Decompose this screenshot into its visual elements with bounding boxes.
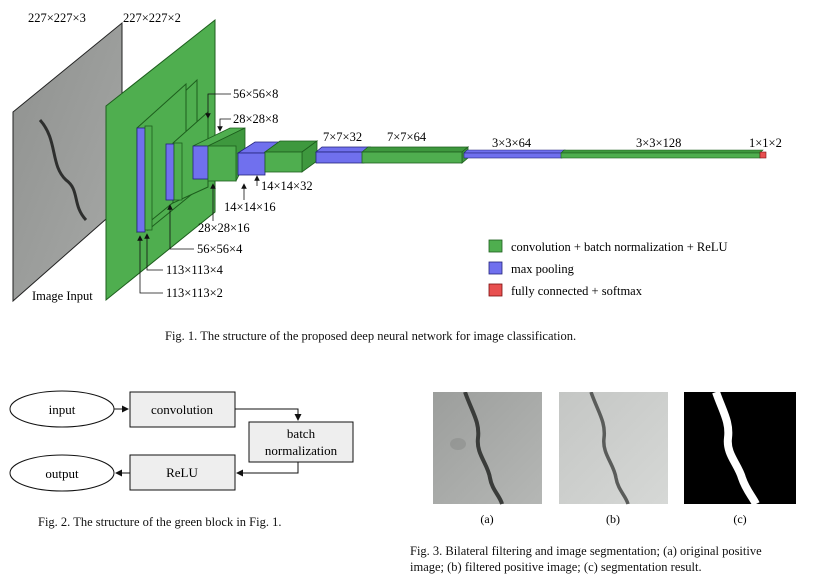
label-3x3x64: 3×3×64 <box>492 136 532 150</box>
node-output <box>9 454 115 492</box>
node-relu-label: ReLU <box>166 465 198 480</box>
label-56x56x4: 56×56×4 <box>197 242 243 256</box>
sublabel-a: (a) <box>480 512 493 526</box>
legend-label-pool: max pooling <box>511 262 575 276</box>
label-3x3x128: 3×3×128 <box>636 136 681 150</box>
node-convolution <box>129 391 236 428</box>
layer-stack-56 <box>165 110 209 204</box>
label-7x7x32: 7×7×32 <box>323 130 362 144</box>
image-original <box>433 392 542 505</box>
node-relu <box>129 454 236 491</box>
fig3-caption-line1: Fig. 3. Bilateral filtering and image se… <box>410 544 762 558</box>
node-input-label: input <box>49 402 76 417</box>
sublabel-c: (c) <box>733 512 746 526</box>
fig2-caption: Fig. 2. The structure of the green block… <box>38 515 282 529</box>
legend-label-conv: convolution + batch normalization + ReLU <box>511 240 727 254</box>
label-28x28x16: 28×28×16 <box>198 221 250 235</box>
fig2-diagram: input convolution batch normalization Re… <box>9 390 354 492</box>
label-14x14x16: 14×14×16 <box>224 200 276 214</box>
legend: convolution + batch normalization + ReLU… <box>488 239 727 298</box>
fig1-diagram: 227×227×3 227×227×2 Image Input 56×56×8 … <box>12 11 782 303</box>
image-filtered <box>559 392 668 505</box>
layer-14-pool <box>236 141 284 176</box>
sublabel-b: (b) <box>606 512 620 526</box>
fig3-caption-line2: image; (b) filtered positive image; (c) … <box>410 560 702 574</box>
legend-label-fc: fully connected + softmax <box>511 284 643 298</box>
fig1-caption: Fig. 1. The structure of the proposed de… <box>165 329 577 343</box>
legend-item-conv: convolution + batch normalization + ReLU <box>488 239 727 254</box>
node-batch-label-1: batch <box>287 426 316 441</box>
node-output-label: output <box>45 466 79 481</box>
label-image-input: Image Input <box>32 289 93 303</box>
image-segmentation <box>684 392 796 506</box>
label-7x7x64: 7×7×64 <box>387 130 427 144</box>
label-conv1-dims: 227×227×2 <box>123 11 181 25</box>
layer-3-pool <box>463 149 566 159</box>
node-batch-label-2: normalization <box>265 443 338 458</box>
label-14x14x32: 14×14×32 <box>261 179 313 193</box>
fig3-images: (a) (b) (c) <box>433 392 796 526</box>
label-113x113x2: 113×113×2 <box>166 286 223 300</box>
layer-3-conv <box>560 149 764 159</box>
label-113x113x4: 113×113×4 <box>166 263 224 277</box>
layer-fc <box>759 151 767 159</box>
node-convolution-label: convolution <box>151 402 214 417</box>
legend-item-pool: max pooling <box>488 261 575 276</box>
layer-7-conv <box>360 146 470 164</box>
legend-item-fc: fully connected + softmax <box>488 283 643 298</box>
label-1x1x2: 1×1×2 <box>749 136 782 150</box>
layer-stack-28 <box>192 127 246 182</box>
label-56x56x8: 56×56×8 <box>233 87 278 101</box>
label-28x28x8: 28×28×8 <box>233 112 278 126</box>
label-input-dims: 227×227×3 <box>28 11 86 25</box>
node-batch-norm <box>248 421 354 463</box>
